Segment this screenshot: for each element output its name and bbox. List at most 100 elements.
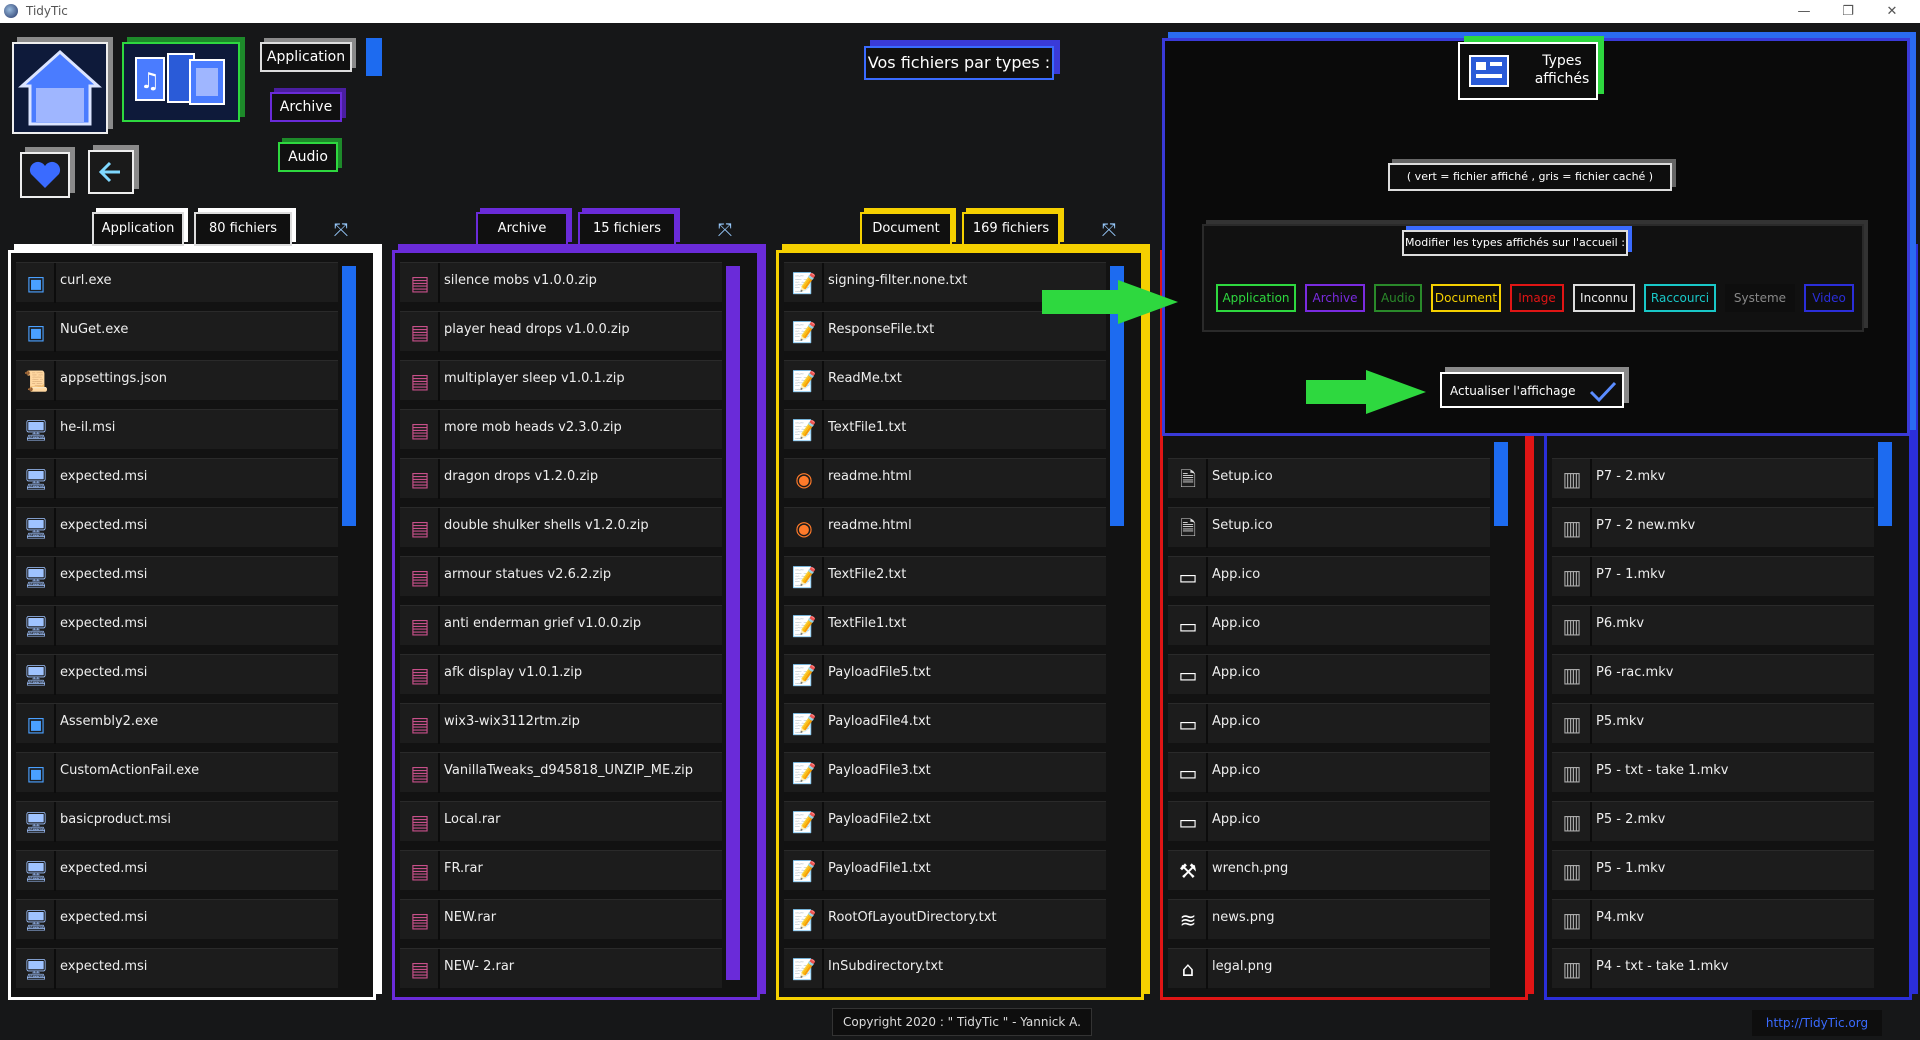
file-row[interactable]: ▥P4.mkv [1552,899,1874,940]
panel-scrollbar[interactable] [1110,266,1124,526]
top-archive-button[interactable]: Archive [270,92,342,122]
file-row[interactable]: ▥P5 - 1.mkv [1552,850,1874,891]
home-button[interactable] [12,42,108,134]
minimize-button[interactable]: — [1797,4,1811,19]
file-row[interactable]: 🖥expected.msi [16,948,338,989]
file-row[interactable]: 📝PayloadFile2.txt [784,801,1106,842]
file-row[interactable]: 🖥expected.msi [16,850,338,891]
file-row[interactable]: ▤FR.rar [400,850,722,891]
file-row[interactable]: ▣NuGet.exe [16,311,338,352]
file-row[interactable]: ▭App.ico [1168,605,1490,646]
panel-scrollbar[interactable] [1494,442,1508,526]
top-audio-button[interactable]: Audio [278,142,338,172]
file-row[interactable]: 🖥expected.msi [16,654,338,695]
close-button[interactable]: ✕ [1886,4,1898,19]
file-row[interactable]: ▥P5.mkv [1552,703,1874,744]
panel-scrollbar[interactable] [1878,442,1892,526]
file-row[interactable]: 🖥expected.msi [16,899,338,940]
expand-icon[interactable]: ⤧ [717,220,733,241]
type-toggle-inconnu[interactable]: Inconnu [1573,284,1635,312]
file-row[interactable]: 🖥he-il.msi [16,409,338,450]
row-divider [54,802,56,842]
file-row[interactable]: ⌂legal.png [1168,948,1490,989]
file-row[interactable]: 📝PayloadFile4.txt [784,703,1106,744]
file-row[interactable]: ▥P4 - txt - take 1.mkv [1552,948,1874,989]
file-row[interactable]: ▤Local.rar [400,801,722,842]
file-row[interactable]: ▤double shulker shells v1.2.0.zip [400,507,722,548]
file-row[interactable]: ▥P7 - 2 new.mkv [1552,507,1874,548]
panel-type-tab[interactable]: Document [860,212,952,246]
type-toggle-document[interactable]: Document [1431,284,1501,312]
type-toggle-archive[interactable]: Archive [1305,284,1365,312]
file-row[interactable]: ▥P7 - 2.mkv [1552,458,1874,499]
panel-type-tab[interactable]: Archive [476,212,568,246]
expand-icon[interactable]: ⤧ [1101,220,1117,241]
file-row[interactable]: 📝PayloadFile1.txt [784,850,1106,891]
file-row[interactable]: 📝TextFile2.txt [784,556,1106,597]
file-row[interactable]: ▤armour statues v2.6.2.zip [400,556,722,597]
file-row[interactable]: ▭App.ico [1168,801,1490,842]
type-toggle-audio[interactable]: Audio [1374,284,1422,312]
file-row[interactable]: ▣Assembly2.exe [16,703,338,744]
file-row[interactable]: ▤wix3-wix3112rtm.zip [400,703,722,744]
file-row[interactable]: 🗎Setup.ico [1168,507,1490,548]
file-row[interactable]: 🗎Setup.ico [1168,458,1490,499]
file-row[interactable]: ▥P6.mkv [1552,605,1874,646]
file-row[interactable]: 🖥basicproduct.msi [16,801,338,842]
file-row[interactable]: 📝TextFile1.txt [784,409,1106,450]
file-row[interactable]: ▤anti enderman grief v1.0.0.zip [400,605,722,646]
file-row[interactable]: ▤multiplayer sleep v1.0.1.zip [400,360,722,401]
file-row[interactable]: 🖥expected.msi [16,605,338,646]
type-toggle-raccourci[interactable]: Raccourci [1644,284,1716,312]
file-row[interactable]: 📜appsettings.json [16,360,338,401]
file-row[interactable]: 🖥expected.msi [16,556,338,597]
file-row[interactable]: ⚒wrench.png [1168,850,1490,891]
file-row[interactable]: 📝TextFile1.txt [784,605,1106,646]
file-row[interactable]: 📝RootOfLayoutDirectory.txt [784,899,1106,940]
file-row[interactable]: ▥P6 -rac.mkv [1552,654,1874,695]
file-row[interactable]: ▤dragon drops v1.2.0.zip [400,458,722,499]
type-toggle-image[interactable]: Image [1510,284,1564,312]
file-row[interactable]: ≋news.png [1168,899,1490,940]
file-row[interactable]: ▭App.ico [1168,654,1490,695]
top-application-button[interactable]: Application [260,42,352,72]
file-row[interactable]: ◉readme.html [784,507,1106,548]
type-toggle-systeme[interactable]: Systeme [1725,284,1795,312]
file-row[interactable]: ▤player head drops v1.0.0.zip [400,311,722,352]
file-row[interactable]: ▤VanillaTweaks_d945818_UNZIP_ME.zip [400,752,722,793]
favorites-button[interactable] [20,152,70,198]
refresh-button[interactable]: Actualiser l'affichage [1440,372,1624,408]
file-row[interactable]: 📝ReadMe.txt [784,360,1106,401]
panel-scrollbar[interactable] [726,266,740,980]
file-row[interactable]: ▤more mob heads v2.3.0.zip [400,409,722,450]
file-row[interactable]: 📝PayloadFile5.txt [784,654,1106,695]
file-row[interactable]: ▭App.ico [1168,703,1490,744]
file-row[interactable]: ▭App.ico [1168,752,1490,793]
file-row[interactable]: ▥P5 - txt - take 1.mkv [1552,752,1874,793]
file-row[interactable]: ▤NEW.rar [400,899,722,940]
restore-button[interactable]: ❐ [1842,4,1854,19]
file-row[interactable]: ▤NEW- 2.rar [400,948,722,989]
file-row[interactable]: ▣curl.exe [16,262,338,303]
type-toggle-video[interactable]: Video [1804,284,1854,312]
file-row[interactable]: ▭App.ico [1168,556,1490,597]
back-button[interactable] [88,150,134,194]
window-icon: ▣ [26,320,46,344]
file-row[interactable]: 🖥expected.msi [16,507,338,548]
website-link[interactable]: http://TidyTic.org [1752,1010,1882,1036]
type-toggle-application[interactable]: Application [1216,284,1296,312]
file-row[interactable]: ◉readme.html [784,458,1106,499]
file-row[interactable]: 📝PayloadFile3.txt [784,752,1106,793]
file-row[interactable]: 📝ResponseFile.txt [784,311,1106,352]
file-row[interactable]: ▥P7 - 1.mkv [1552,556,1874,597]
file-row[interactable]: ▤afk display v1.0.1.zip [400,654,722,695]
file-row[interactable]: 📝InSubdirectory.txt [784,948,1106,989]
panel-type-tab[interactable]: Application [92,212,184,246]
panel-scrollbar[interactable] [342,266,356,526]
file-row[interactable]: ▣CustomActionFail.exe [16,752,338,793]
media-files-button[interactable]: ♫ [122,42,240,122]
file-row[interactable]: 🖥expected.msi [16,458,338,499]
expand-icon[interactable]: ⤧ [333,220,349,241]
file-row[interactable]: ▥P5 - 2.mkv [1552,801,1874,842]
file-row[interactable]: ▤silence mobs v1.0.0.zip [400,262,722,303]
